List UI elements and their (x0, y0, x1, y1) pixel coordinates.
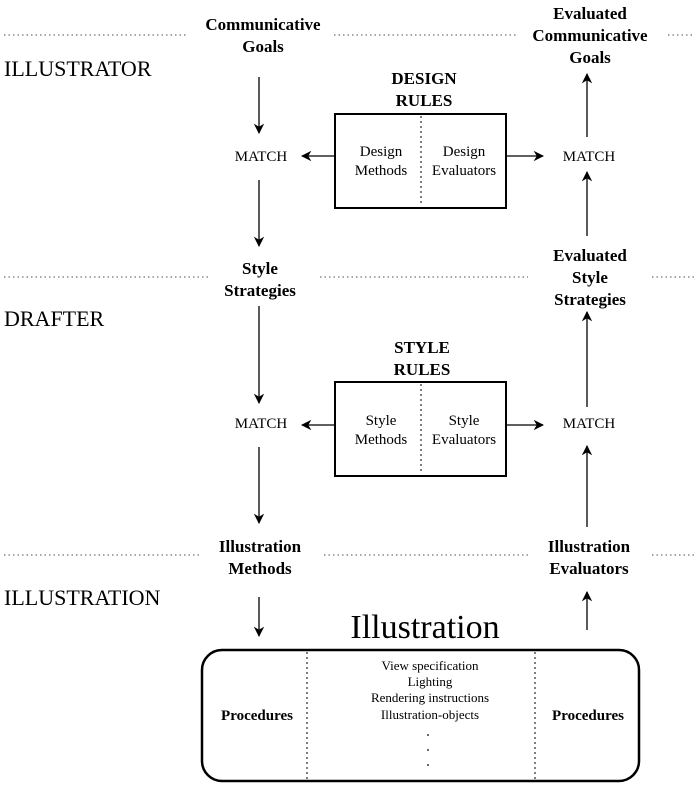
layer-label-illustration: ILLUSTRATION (4, 585, 161, 610)
svg-text:RULES: RULES (394, 360, 451, 379)
match-right-top: MATCH (563, 149, 616, 165)
svg-text:DESIGN: DESIGN (391, 69, 457, 88)
svg-text:Goals: Goals (569, 48, 611, 67)
svg-text:Evaluators: Evaluators (549, 559, 629, 578)
style-rules: STYLE RULES Style Methods Style Evaluato… (334, 338, 507, 477)
svg-text:Communicative: Communicative (532, 26, 648, 45)
item-view-specification: View specification (381, 658, 479, 673)
svg-text:Strategies: Strategies (224, 281, 296, 300)
svg-text:Evaluators: Evaluators (432, 432, 496, 448)
illustration-box: Illustration Procedures Procedures View … (200, 609, 641, 783)
match-right-middle: MATCH (563, 416, 616, 432)
style-rules-box (334, 381, 507, 477)
arrows-horizontal (300, 150, 545, 431)
match-left-middle: MATCH (235, 416, 288, 432)
svg-text:Evaluated: Evaluated (553, 246, 627, 265)
svg-text:Illustration: Illustration (219, 537, 302, 556)
svg-text:Strategies: Strategies (554, 290, 626, 309)
svg-text:STYLE: STYLE (394, 338, 450, 357)
node-illustration-evaluators: Illustration Evaluators (548, 537, 631, 578)
illustration-title: Illustration (350, 609, 499, 646)
svg-text:Communicative: Communicative (205, 15, 321, 34)
svg-text:Style: Style (449, 413, 480, 429)
svg-text:Style: Style (366, 413, 397, 429)
svg-text:Design: Design (443, 144, 486, 160)
item-illustration-objects: Illustration-objects (381, 707, 479, 722)
procedures-left: Procedures (221, 708, 293, 724)
layer-separators (4, 34, 694, 556)
item-rendering-instructions: Rendering instructions (371, 690, 489, 705)
match-left-top: MATCH (235, 149, 288, 165)
node-style-strategies: Style Strategies (224, 259, 296, 300)
svg-text:Style: Style (242, 259, 278, 278)
svg-text:Style: Style (572, 268, 608, 287)
item-lighting: Lighting (408, 674, 453, 689)
svg-text:Methods: Methods (355, 163, 408, 179)
procedures-right: Procedures (552, 708, 624, 724)
svg-text:RULES: RULES (396, 91, 453, 110)
svg-text:Illustration: Illustration (548, 537, 631, 556)
svg-text:Design: Design (360, 144, 403, 160)
node-illustration-methods: Illustration Methods (219, 537, 302, 578)
node-evaluated-communicative-goals: Evaluated Communicative Goals (532, 4, 648, 67)
layer-label-illustrator: ILLUSTRATOR (4, 56, 152, 81)
layer-label-drafter: DRAFTER (4, 306, 105, 331)
illustration-frame (200, 648, 641, 783)
node-communicative-goals: Communicative Goals (205, 15, 321, 56)
design-rules: DESIGN RULES Design Methods Design Evalu… (334, 69, 507, 209)
svg-text:Methods: Methods (228, 559, 292, 578)
node-evaluated-style-strategies: Evaluated Style Strategies (553, 246, 627, 309)
svg-text:Goals: Goals (242, 37, 284, 56)
design-rules-box (334, 113, 507, 209)
svg-text:Methods: Methods (355, 432, 408, 448)
svg-text:Evaluated: Evaluated (553, 4, 627, 23)
svg-text:Evaluators: Evaluators (432, 163, 496, 179)
